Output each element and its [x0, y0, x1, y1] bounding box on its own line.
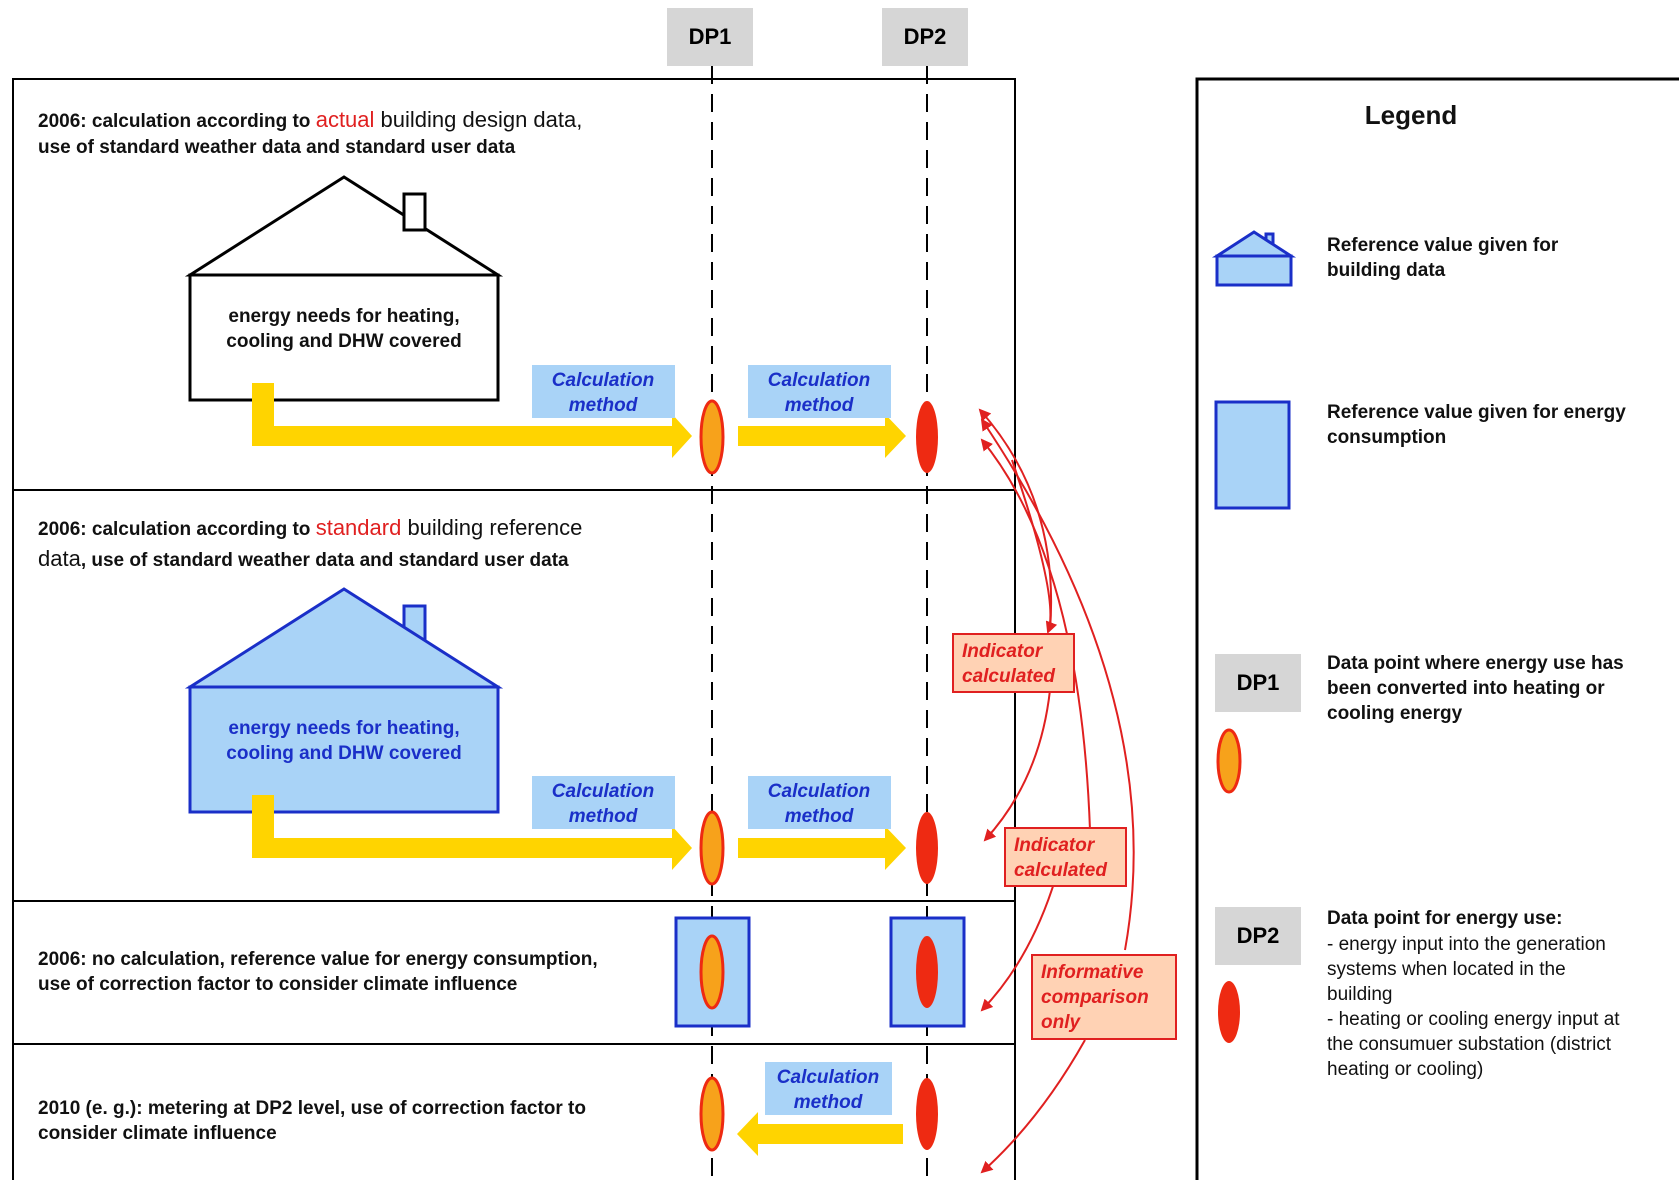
- calc-method-label-row-1-b-l2: method: [785, 395, 854, 416]
- row-3-title-line-1: 2006: no calculation, reference value fo…: [38, 949, 598, 970]
- legend-item-4-line-6: heating or cooling): [1327, 1059, 1483, 1080]
- calc-method-box-row-2-b: [748, 776, 891, 829]
- legend-item-4-line-3: building: [1327, 984, 1393, 1005]
- calc-method-label-row-4-l1: Calculation: [777, 1067, 879, 1088]
- dp2-marker-row-2: [916, 812, 938, 884]
- legend-item-3-line-2: been converted into heating or: [1327, 678, 1605, 699]
- dp1-marker-row-4: [699, 1076, 725, 1152]
- dp2-marker-row-4: [916, 1078, 938, 1150]
- legend-title: Legend: [1365, 100, 1457, 130]
- legend-item-1-line-2: building data: [1327, 260, 1446, 281]
- legend-dp1-marker-icon: [1216, 728, 1242, 794]
- calc-method-label-row-4-l2: method: [794, 1092, 863, 1113]
- row-3-box: [12, 900, 1016, 1045]
- yellow-arrow-row-4-back: [737, 1112, 903, 1156]
- indicator-calculated-box-2: [1004, 827, 1127, 887]
- house-1-text-line-1: energy needs for heating,: [228, 306, 459, 327]
- calc-method-label-row-2-b-l2: method: [785, 806, 854, 827]
- dp1-header-label: DP1: [689, 24, 732, 49]
- indicator-calculated-2-l1: Indicator: [1014, 835, 1096, 856]
- legend-dp2-marker-icon: [1218, 981, 1240, 1043]
- arc-ind2-to-row1: [980, 438, 1091, 831]
- arc-row1-to-ind1: [1011, 459, 1058, 634]
- row-4-title-line-1: 2010 (e. g.): metering at DP2 level, use…: [38, 1098, 586, 1119]
- calc-method-label-row-2-b-l1: Calculation: [768, 781, 870, 802]
- house-outline-row-1: [184, 175, 504, 402]
- legend-item-2-line-2: consumption: [1327, 427, 1446, 448]
- informative-comparison-box: [1031, 954, 1177, 1040]
- calc-method-label-row-2-a-l2: method: [569, 806, 638, 827]
- arc-ind1-to-row2: [983, 689, 1051, 842]
- arc-info-to-row4: [980, 1039, 1086, 1174]
- legend-item-4-line-1: - energy input into the generation: [1327, 934, 1606, 955]
- dp1-marker-row-3: [699, 934, 725, 1010]
- calc-method-box-row-4: [765, 1062, 892, 1115]
- legend-dp2-label: DP2: [1237, 923, 1280, 948]
- yellow-arrow-row-2-dp: [738, 826, 906, 870]
- indicator-calculated-1-l1: Indicator: [962, 641, 1044, 662]
- dp2-header-box: [882, 8, 968, 66]
- legend-dp1-label: DP1: [1237, 670, 1280, 695]
- house-blue-row-2: [184, 587, 504, 814]
- dp2-header-label: DP2: [904, 24, 947, 49]
- legend-item-4-line-2: systems when located in the: [1327, 959, 1566, 980]
- yellow-arrow-row-2-main: [252, 795, 692, 870]
- dp2-marker-row-3: [916, 936, 938, 1008]
- house-1-text-line-2: cooling and DHW covered: [226, 331, 461, 352]
- house-2-text-line-1: energy needs for heating,: [228, 718, 459, 739]
- arc-info-to-row1: [980, 418, 1135, 951]
- row-2-title-line-1: 2006: calculation according to standard …: [38, 515, 582, 540]
- row-1-title-line-2: use of standard weather data and standar…: [38, 137, 516, 158]
- dp1-marker-row-2: [699, 810, 725, 886]
- legend-item-4-line-5: the consumuer substation (district: [1327, 1034, 1612, 1055]
- row-4-title-line-2: consider climate influence: [38, 1123, 277, 1144]
- legend-house-icon: [1211, 230, 1297, 287]
- dp1-header-box: [667, 8, 753, 66]
- legend-item-2-line-1: Reference value given for energy: [1327, 402, 1626, 423]
- main-frame: [12, 78, 1016, 1180]
- yellow-arrow-row-1-dp: [738, 414, 906, 458]
- row-4-box: [12, 1043, 1016, 1180]
- calc-method-label-row-1-a-l2: method: [569, 395, 638, 416]
- red-comparison-arrows: [978, 408, 1135, 1174]
- legend-item-1-line-1: Reference value given for: [1327, 235, 1559, 256]
- row-2-title-line-2: data, use of standard weather data and s…: [38, 546, 569, 571]
- dp1-marker-row-1: [699, 399, 725, 475]
- legend-item-4-line-4: - heating or cooling energy input at: [1327, 1009, 1620, 1030]
- dp2-marker-row-1: [916, 401, 938, 473]
- row-3-title-line-2: use of correction factor to consider cli…: [38, 974, 517, 995]
- calc-method-box-row-1-b: [748, 365, 891, 418]
- calc-method-label-row-2-a-l1: Calculation: [552, 781, 654, 802]
- indicator-calculated-box-1: [952, 633, 1075, 693]
- informative-comparison-l1: Informative: [1041, 962, 1144, 983]
- calc-method-box-row-2-a: [532, 776, 675, 829]
- indicator-calculated-2-l2: calculated: [1014, 860, 1107, 881]
- legend-consumption-box-icon: [1214, 400, 1291, 510]
- legend-dp2-box: [1215, 907, 1301, 965]
- calc-method-box-row-1-a: [532, 365, 675, 418]
- informative-comparison-l2: comparison: [1041, 987, 1149, 1008]
- house-2-text-line-2: cooling and DHW covered: [226, 743, 461, 764]
- calc-method-label-row-1-a-l1: Calculation: [552, 370, 654, 391]
- calc-method-label-row-1-b-l1: Calculation: [768, 370, 870, 391]
- legend-item-4-heading: Data point for energy use:: [1327, 908, 1562, 929]
- informative-comparison-l3: only: [1041, 1012, 1081, 1033]
- row-1-title-line-1: 2006: calculation according to actual bu…: [38, 107, 582, 132]
- arc-ind2-to-row3: [980, 879, 1056, 1012]
- yellow-arrow-row-1-main: [252, 383, 692, 458]
- legend-item-3-line-1: Data point where energy use has: [1327, 653, 1624, 674]
- indicator-calculated-1-l2: calculated: [962, 666, 1055, 687]
- legend-item-3-line-3: cooling energy: [1327, 703, 1463, 724]
- legend-dp1-box: [1215, 654, 1301, 712]
